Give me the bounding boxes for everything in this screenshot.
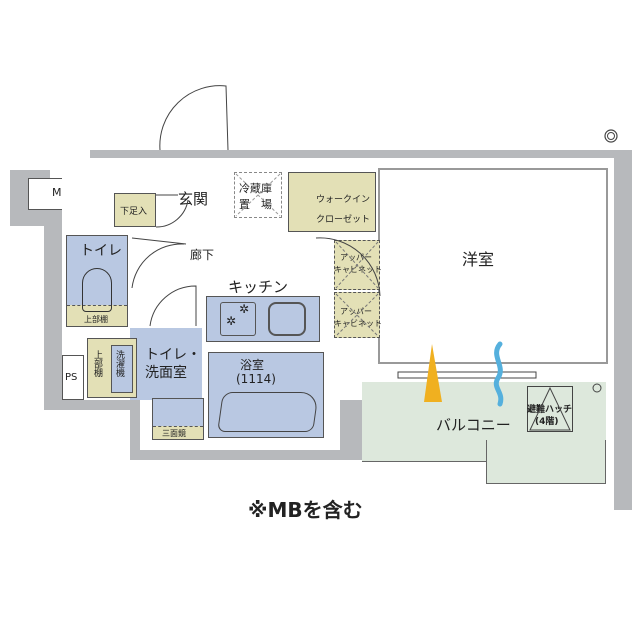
- burner-icon-1: ✲: [239, 302, 250, 316]
- fridge-label-line2: 置 場: [239, 198, 272, 211]
- washing-machine-label: 洗濯機: [114, 350, 124, 377]
- bathroom[interactable]: [208, 352, 324, 438]
- bottom-wall-left: [44, 400, 134, 410]
- wic-label-line2: クローゼット: [316, 215, 371, 225]
- toilet-washroom[interactable]: [130, 328, 202, 400]
- walk-in-closet[interactable]: [288, 172, 376, 232]
- mb-wall-left: [10, 170, 28, 220]
- sunlight-icon: [424, 344, 442, 402]
- three-mirror-label: 三面鏡: [162, 429, 186, 438]
- upper-cabinet-2-line2: キャビネット: [334, 319, 382, 328]
- wind-icon: [493, 341, 504, 407]
- toilet-shelf-label: 上部棚: [84, 315, 108, 324]
- washing-machine: [111, 345, 133, 393]
- burner-icon-2: ✲: [226, 314, 237, 328]
- toilet-label: トイレ: [80, 243, 122, 259]
- hatch-label-1: 避難ハッチ: [527, 405, 573, 415]
- ps-label: PS: [65, 372, 78, 383]
- bathroom-size-label: (1114): [236, 372, 276, 386]
- toilet-washroom-label-1: トイレ・: [145, 347, 201, 363]
- shoe-cabinet-label: 下足入: [120, 207, 148, 217]
- laundry-shelf-label: 上部棚: [92, 350, 102, 377]
- outer-wall-left-upper: [10, 170, 50, 178]
- balcony-step: [486, 440, 606, 484]
- left-wall: [44, 210, 62, 410]
- outer-wall-right: [614, 150, 632, 510]
- genkan-label: 玄関: [178, 190, 209, 208]
- ps-shaft: [62, 355, 84, 400]
- stove-icon: [220, 302, 256, 336]
- western-room[interactable]: [378, 168, 608, 364]
- mb-note: ※MBを含む: [248, 498, 363, 522]
- upper-cabinet-1-line2: キャビネット: [334, 265, 382, 274]
- toilet-washroom-label-2: 洗面室: [145, 365, 187, 381]
- wic-label-line1: ウォークイン: [316, 195, 371, 205]
- shoe-cabinet: [114, 193, 156, 227]
- bottom-wall-mid: [130, 400, 140, 460]
- toilet-bowl-icon: [82, 268, 112, 312]
- kitchen-label: キッチン: [228, 278, 289, 296]
- balcony-label: バルコニー: [436, 416, 511, 434]
- bottom-wall-bath: [130, 450, 360, 460]
- hallway-label: 廊下: [190, 248, 215, 262]
- western-room-label: 洋室: [462, 250, 495, 269]
- hatch-label-2: (4階): [535, 417, 559, 427]
- sink-icon: [268, 302, 306, 336]
- upper-cabinet-1-line1: アッパー: [340, 253, 372, 262]
- outer-wall-main: [90, 150, 632, 158]
- upper-cabinet-2-line1: アッパー: [340, 307, 372, 316]
- bathroom-label: 浴室: [240, 358, 265, 372]
- three-mirror: [153, 426, 203, 439]
- evacuation-hatch[interactable]: [527, 386, 573, 432]
